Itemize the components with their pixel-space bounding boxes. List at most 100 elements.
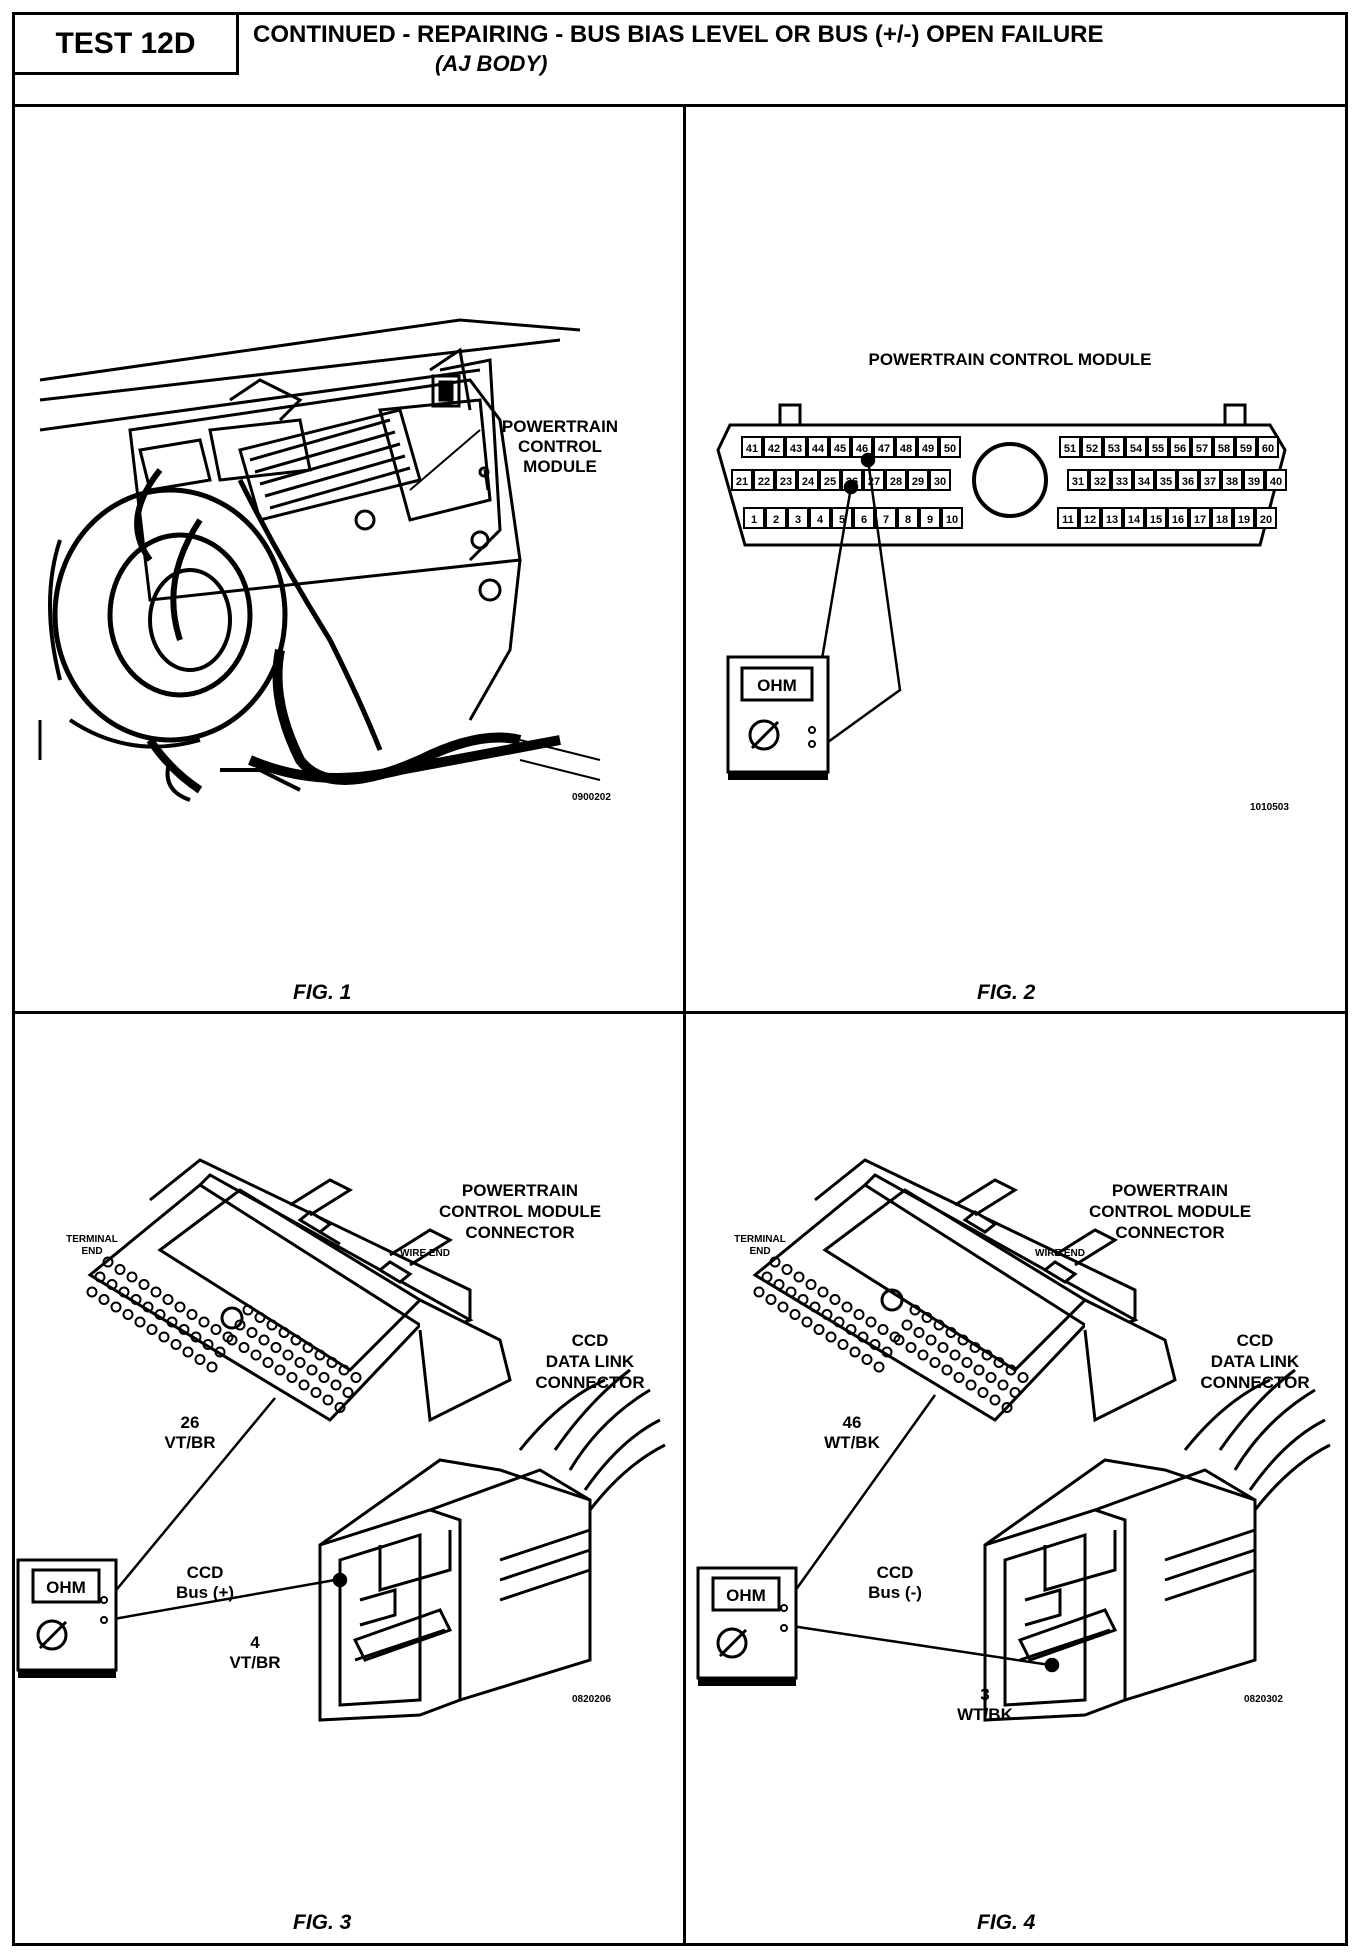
terminal-dot — [877, 1324, 889, 1335]
terminal-dot — [254, 1312, 266, 1323]
pin-label: 20 — [1260, 514, 1272, 526]
pin-label: 30 — [934, 476, 946, 488]
pin-cell — [1255, 507, 1277, 529]
pin-label: 10 — [946, 514, 958, 526]
terminal-dot — [114, 1264, 126, 1275]
terminal-dot — [282, 1349, 294, 1361]
pin-label: 34 — [1138, 476, 1151, 488]
terminal-dot — [118, 1286, 130, 1298]
fig4-probe-wires — [783, 1394, 1060, 1673]
terminal-dot — [302, 1342, 314, 1353]
terminal-dot — [805, 1279, 817, 1290]
fig1-illustration — [38, 318, 601, 802]
pin-label: 29 — [912, 476, 924, 488]
divider-vertical — [683, 107, 686, 1946]
fig4-ccd-connector — [983, 1368, 1331, 1722]
terminal-dot — [793, 1271, 805, 1283]
fig3-bus-line1: CCD — [187, 1563, 224, 1582]
terminal-dot — [929, 1357, 941, 1368]
terminal-dot — [106, 1279, 118, 1290]
terminal-dot — [1005, 1364, 1017, 1376]
terminal-dot — [813, 1324, 825, 1335]
fig4-pin-a-number: 46 — [843, 1413, 862, 1432]
pin-label: 50 — [944, 443, 956, 455]
pin-label: 52 — [1086, 443, 1098, 455]
terminal-dot — [909, 1304, 921, 1316]
terminal-dot — [314, 1349, 326, 1361]
terminal-dot — [841, 1301, 853, 1313]
terminal-dot — [158, 1331, 170, 1343]
terminal-dot — [873, 1361, 885, 1373]
pin-label: 6 — [861, 514, 867, 526]
fig1-label-line2: CONTROL — [518, 437, 602, 456]
fig3-ccd-label-line2: DATA LINK — [546, 1352, 635, 1371]
pin-cell — [1079, 507, 1101, 529]
pin-cell — [785, 436, 807, 458]
fig4-pcm-label-line1: POWERTRAIN — [1112, 1181, 1228, 1200]
fig4-pin-b-color: WT/BK — [957, 1705, 1013, 1724]
pin-label: 43 — [790, 443, 802, 455]
terminal-dot — [941, 1364, 953, 1376]
terminal-dot — [334, 1402, 346, 1413]
terminal-dot — [1017, 1372, 1029, 1383]
terminal-dot — [817, 1286, 829, 1298]
pin-label: 8 — [905, 514, 911, 526]
terminal-dot — [865, 1316, 877, 1328]
terminal-dot — [210, 1324, 222, 1335]
terminal-dot — [190, 1331, 202, 1343]
terminal-dot — [86, 1286, 98, 1298]
terminal-dot — [965, 1379, 977, 1391]
terminal-dot — [925, 1334, 937, 1346]
terminal-dot — [170, 1339, 182, 1350]
terminal-dot — [290, 1334, 302, 1346]
fig3-ccd-label-line1: CCD — [572, 1331, 609, 1350]
pin-label: 23 — [780, 476, 792, 488]
pin-label: 49 — [922, 443, 934, 455]
pin-label: 60 — [1262, 443, 1274, 455]
pin-cell — [1167, 507, 1189, 529]
terminal-dot — [825, 1331, 837, 1343]
terminal-dot — [258, 1334, 270, 1346]
pin-cell — [939, 436, 961, 458]
pin-cell — [1059, 436, 1081, 458]
pin-cell — [731, 469, 753, 491]
fig2-ohmmeter — [726, 655, 830, 780]
terminal-dot — [154, 1309, 166, 1320]
pin-cell — [941, 507, 963, 529]
terminal-dot — [1009, 1387, 1021, 1398]
fig3-bus-line2: Bus (+) — [176, 1583, 234, 1602]
terminal-dot — [238, 1342, 250, 1353]
terminal-dot — [278, 1327, 290, 1338]
terminal-dot — [881, 1346, 893, 1358]
pin-label: 2 — [773, 514, 779, 526]
terminal-dot — [981, 1349, 993, 1361]
pin-cell — [1101, 507, 1123, 529]
terminal-dot — [969, 1342, 981, 1353]
page-subtitle: (AJ BODY) — [435, 51, 548, 76]
fig4-ccd-label-line1: CCD — [1237, 1331, 1274, 1350]
fig4-pin-a-color: WT/BK — [824, 1433, 880, 1452]
fig2-caption: FIG. 2 — [977, 981, 1036, 1004]
pin-label: 47 — [878, 443, 890, 455]
terminal-dot — [913, 1327, 925, 1338]
pin-label: 45 — [834, 443, 846, 455]
terminal-dot — [130, 1294, 142, 1305]
terminal-dot — [753, 1286, 765, 1298]
pin-label: 31 — [1072, 476, 1084, 488]
pin-cell — [919, 507, 941, 529]
terminal-dot — [318, 1372, 330, 1383]
terminal-dot — [270, 1342, 282, 1353]
pin-cell — [1133, 469, 1155, 491]
terminal-dot — [338, 1364, 350, 1376]
pin-label: 32 — [1094, 476, 1106, 488]
test-label: TEST 12D — [15, 15, 239, 75]
pin-cell — [1089, 469, 1111, 491]
terminal-dot — [166, 1316, 178, 1328]
pin-label: 17 — [1194, 514, 1206, 526]
pin-cell — [1057, 507, 1079, 529]
terminal-dot — [342, 1387, 354, 1398]
terminal-dot — [857, 1331, 869, 1343]
pin-cell — [1081, 436, 1103, 458]
pin-label: 53 — [1108, 443, 1120, 455]
pin-label: 14 — [1128, 514, 1141, 526]
